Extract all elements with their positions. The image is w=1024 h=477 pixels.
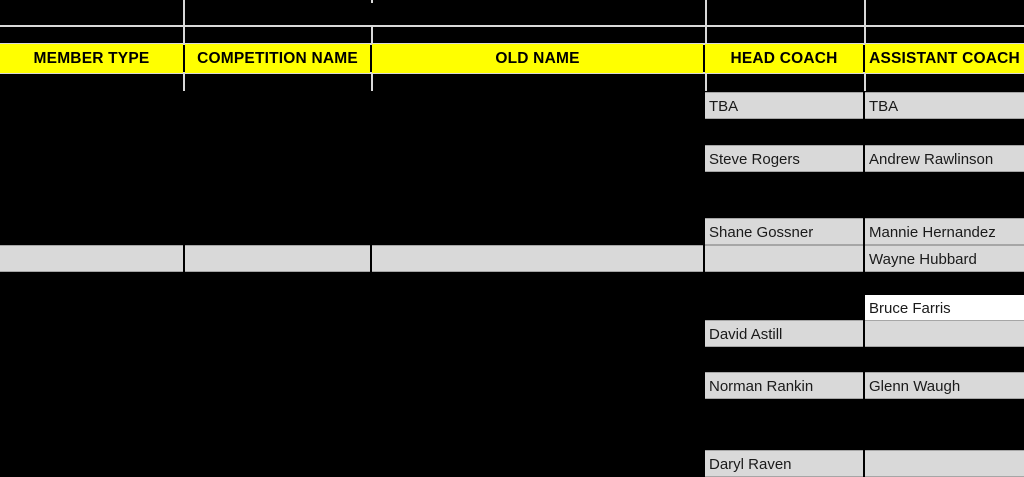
grid-vline	[864, 74, 866, 91]
cell-head_coach[interactable]	[705, 245, 863, 272]
cell-head_coach[interactable]: Steve Rogers	[705, 145, 863, 172]
grid-vline	[371, 27, 373, 43]
grid-vline	[371, 0, 373, 3]
column-header-competition-name[interactable]: COMPETITION NAME	[185, 44, 370, 73]
grid-vline	[705, 0, 707, 25]
cell-competition_name[interactable]	[185, 245, 370, 272]
cell-assistant_coach[interactable]	[865, 320, 1024, 347]
cell-head_coach[interactable]: Norman Rankin	[705, 372, 863, 399]
cell-assistant_coach[interactable]: Mannie Hernandez	[865, 218, 1024, 245]
cell-head_coach[interactable]: TBA	[705, 92, 863, 119]
cell-assistant_coach[interactable]: Bruce Farris	[865, 294, 1024, 321]
grid-vline	[864, 27, 866, 43]
cell-head_coach[interactable]: Daryl Raven	[705, 450, 863, 477]
cell-member_type[interactable]	[0, 245, 183, 272]
grid-vline	[183, 0, 185, 25]
cell-assistant_coach[interactable]: Wayne Hubbard	[865, 245, 1024, 272]
cell-old_name[interactable]	[372, 245, 703, 272]
grid-vline	[705, 74, 707, 91]
grid-vline	[864, 0, 866, 25]
cell-assistant_coach[interactable]	[865, 450, 1024, 477]
cell-assistant_coach[interactable]: TBA	[865, 92, 1024, 119]
grid-vline	[705, 27, 707, 43]
grid-hline	[0, 72, 1024, 74]
table-header-row: MEMBER TYPE COMPETITION NAME OLD NAME HE…	[0, 44, 1024, 73]
column-header-old-name[interactable]: OLD NAME	[372, 44, 703, 73]
cell-head_coach[interactable]: Shane Gossner	[705, 218, 863, 245]
column-header-assistant-coach[interactable]: ASSISTANT COACH	[865, 44, 1024, 73]
grid-vline	[183, 74, 185, 91]
column-header-head-coach[interactable]: HEAD COACH	[705, 44, 863, 73]
cell-head_coach[interactable]: David Astill	[705, 320, 863, 347]
cell-assistant_coach[interactable]: Glenn Waugh	[865, 372, 1024, 399]
cell-assistant_coach[interactable]: Andrew Rawlinson	[865, 145, 1024, 172]
grid-vline	[371, 74, 373, 91]
grid-hline	[0, 25, 1024, 27]
column-header-member-type[interactable]: MEMBER TYPE	[0, 44, 183, 73]
grid-vline	[183, 27, 185, 43]
